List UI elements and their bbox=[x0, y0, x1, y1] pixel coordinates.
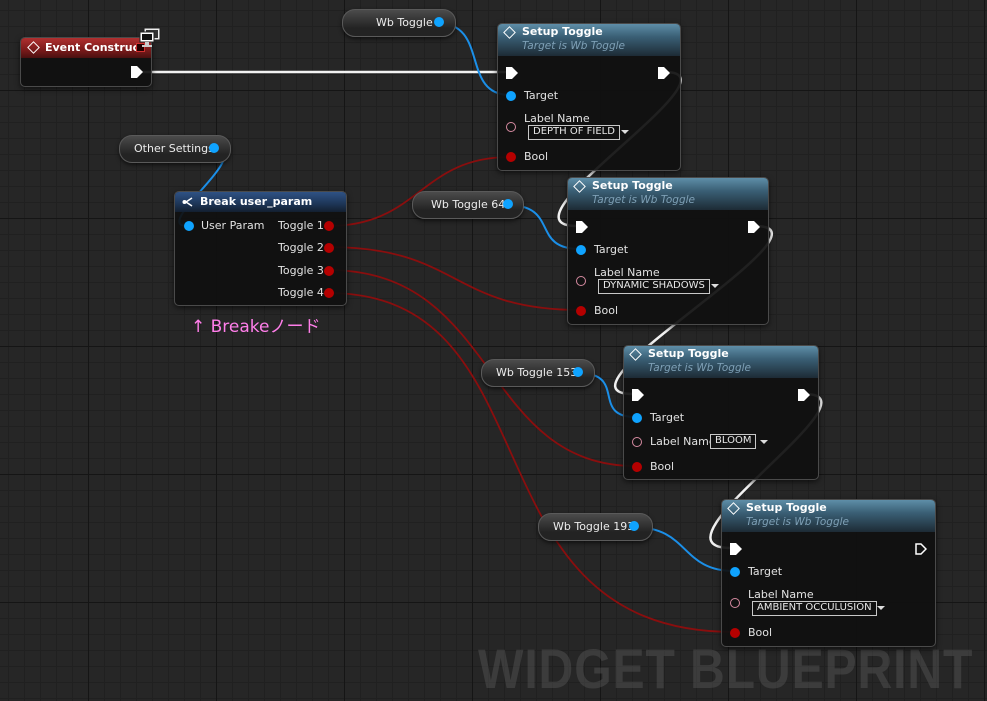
label-name-in-pin[interactable] bbox=[730, 598, 740, 608]
break-node-annotation: ↑ Breakeノード bbox=[191, 317, 321, 337]
exec-out-pin-unconnected[interactable] bbox=[915, 543, 927, 555]
break-node-title: Break user_param bbox=[200, 195, 313, 208]
chevron-down-icon[interactable] bbox=[621, 130, 629, 134]
other-settings-variable[interactable]: Other Settings bbox=[119, 135, 231, 163]
wb-toggle-153-out-pin[interactable] bbox=[573, 367, 583, 377]
toggle-3-label: Toggle 3 bbox=[278, 264, 324, 277]
exec-in-pin[interactable] bbox=[730, 543, 742, 555]
setup-toggle-header: Setup Toggle Target is Wb Toggle bbox=[624, 346, 818, 378]
setup-toggle-title: Setup Toggle bbox=[746, 501, 827, 514]
setup-toggle-node-1[interactable]: Setup Toggle Target is Wb Toggle Target … bbox=[497, 23, 681, 171]
label-name-in-pin[interactable] bbox=[632, 437, 642, 447]
setup-toggle-title: Setup Toggle bbox=[592, 179, 673, 192]
break-node-header: Break user_param bbox=[175, 192, 346, 212]
setup-toggle-subtitle: Target is Wb Toggle bbox=[592, 194, 696, 206]
toggle-3-out-pin[interactable] bbox=[324, 266, 334, 276]
event-construct-header: Event Construct bbox=[21, 38, 151, 58]
wb-toggle-193-out-pin[interactable] bbox=[629, 521, 639, 531]
target-label: Target bbox=[524, 89, 559, 102]
event-construct-title: Event Construct bbox=[45, 41, 145, 54]
setup-toggle-subtitle: Target is Wb Toggle bbox=[522, 40, 626, 52]
label-name-dropdown[interactable]: AMBIENT OCCULUSION bbox=[752, 601, 877, 616]
wb-toggle-193-variable[interactable]: Wb Toggle 193 bbox=[538, 513, 653, 541]
wb-toggle-variable[interactable]: Wb Toggle bbox=[342, 9, 456, 37]
break-user-param-node[interactable]: Break user_param User Param Toggle 1 Tog… bbox=[174, 191, 347, 306]
target-in-pin[interactable] bbox=[632, 413, 642, 423]
toggle-2-out-pin[interactable] bbox=[324, 243, 334, 253]
chevron-down-icon[interactable] bbox=[760, 440, 768, 444]
toggle-1-out-pin[interactable] bbox=[324, 221, 334, 231]
other-settings-out-pin[interactable] bbox=[209, 143, 219, 153]
toggle-1-label: Toggle 1 bbox=[278, 219, 324, 232]
wb-toggle-64-variable[interactable]: Wb Toggle 64 bbox=[412, 191, 524, 219]
target-in-pin[interactable] bbox=[576, 245, 586, 255]
setup-toggle-node-3[interactable]: Setup Toggle Target is Wb Toggle Target … bbox=[623, 345, 819, 480]
exec-out-pin[interactable] bbox=[658, 67, 670, 79]
setup-toggle-subtitle: Target is Wb Toggle bbox=[648, 362, 752, 374]
setup-toggle-header: Setup Toggle Target is Wb Toggle bbox=[722, 500, 935, 532]
exec-in-pin[interactable] bbox=[506, 67, 518, 79]
exec-out-pin[interactable] bbox=[131, 66, 143, 78]
label-name-in-pin[interactable] bbox=[506, 122, 516, 132]
label-name-dropdown[interactable]: DYNAMIC SHADOWS bbox=[598, 279, 710, 294]
toggle-4-out-pin[interactable] bbox=[324, 288, 334, 298]
label-name-label: Label Name bbox=[650, 435, 716, 448]
wb-toggle-label: Wb Toggle bbox=[376, 16, 433, 29]
bool-in-pin[interactable] bbox=[730, 628, 740, 638]
function-diamond-icon bbox=[629, 348, 642, 361]
exec-in-pin[interactable] bbox=[576, 221, 588, 233]
bool-in-pin[interactable] bbox=[576, 306, 586, 316]
function-diamond-icon bbox=[727, 502, 740, 515]
exec-in-pin[interactable] bbox=[632, 389, 644, 401]
chevron-down-icon[interactable] bbox=[711, 284, 719, 288]
bool-label: Bool bbox=[650, 460, 675, 473]
setup-toggle-subtitle: Target is Wb Toggle bbox=[746, 516, 850, 528]
toggle-4-label: Toggle 4 bbox=[278, 286, 324, 299]
label-name-label: Label Name bbox=[524, 112, 590, 125]
exec-out-pin[interactable] bbox=[748, 221, 760, 233]
event-construct-node[interactable]: Event Construct bbox=[20, 37, 152, 87]
function-diamond-icon bbox=[503, 26, 516, 39]
exec-out-pin[interactable] bbox=[798, 389, 810, 401]
label-name-dropdown[interactable]: BLOOM bbox=[710, 434, 757, 449]
target-in-pin[interactable] bbox=[506, 91, 516, 101]
event-diamond-icon bbox=[27, 41, 40, 54]
wb-toggle-64-out-pin[interactable] bbox=[503, 199, 513, 209]
label-name-label: Label Name bbox=[594, 266, 660, 279]
wb-toggle-64-label: Wb Toggle 64 bbox=[431, 198, 506, 211]
delegate-pin[interactable] bbox=[136, 43, 145, 52]
bool-wire-toggle2 bbox=[327, 246, 581, 311]
bool-in-pin[interactable] bbox=[632, 462, 642, 472]
toggle-2-label: Toggle 2 bbox=[278, 241, 324, 254]
target-label: Target bbox=[650, 411, 685, 424]
bool-in-pin[interactable] bbox=[506, 152, 516, 162]
user-param-label: User Param bbox=[201, 219, 265, 232]
setup-toggle-title: Setup Toggle bbox=[522, 25, 603, 38]
wb-toggle-153-variable[interactable]: Wb Toggle 153 bbox=[481, 359, 595, 387]
chevron-down-icon[interactable] bbox=[877, 606, 885, 610]
other-settings-label: Other Settings bbox=[134, 142, 214, 155]
widget-blueprint-watermark: WIDGET BLUEPRINT bbox=[478, 637, 974, 700]
target-label: Target bbox=[594, 243, 629, 256]
setup-toggle-header: Setup Toggle Target is Wb Toggle bbox=[568, 178, 768, 210]
bool-label: Bool bbox=[594, 304, 619, 317]
bool-label: Bool bbox=[524, 150, 549, 163]
break-struct-icon bbox=[182, 197, 193, 207]
monitor-icon bbox=[139, 27, 161, 47]
label-name-label: Label Name bbox=[748, 588, 814, 601]
target-in-pin[interactable] bbox=[730, 567, 740, 577]
setup-toggle-title: Setup Toggle bbox=[648, 347, 729, 360]
setup-toggle-header: Setup Toggle Target is Wb Toggle bbox=[498, 24, 680, 56]
function-diamond-icon bbox=[573, 180, 586, 193]
bool-label: Bool bbox=[748, 626, 773, 639]
wb-toggle-193-label: Wb Toggle 193 bbox=[553, 520, 635, 533]
user-param-in-pin[interactable] bbox=[184, 221, 194, 231]
target-label: Target bbox=[748, 565, 783, 578]
wb-toggle-out-pin[interactable] bbox=[434, 17, 444, 27]
label-name-dropdown[interactable]: DEPTH OF FIELD bbox=[528, 125, 620, 140]
setup-toggle-node-2[interactable]: Setup Toggle Target is Wb Toggle Target … bbox=[567, 177, 769, 325]
setup-toggle-node-4[interactable]: Setup Toggle Target is Wb Toggle Target … bbox=[721, 499, 936, 647]
label-name-in-pin[interactable] bbox=[576, 276, 586, 286]
wb-toggle-153-label: Wb Toggle 153 bbox=[496, 366, 578, 379]
